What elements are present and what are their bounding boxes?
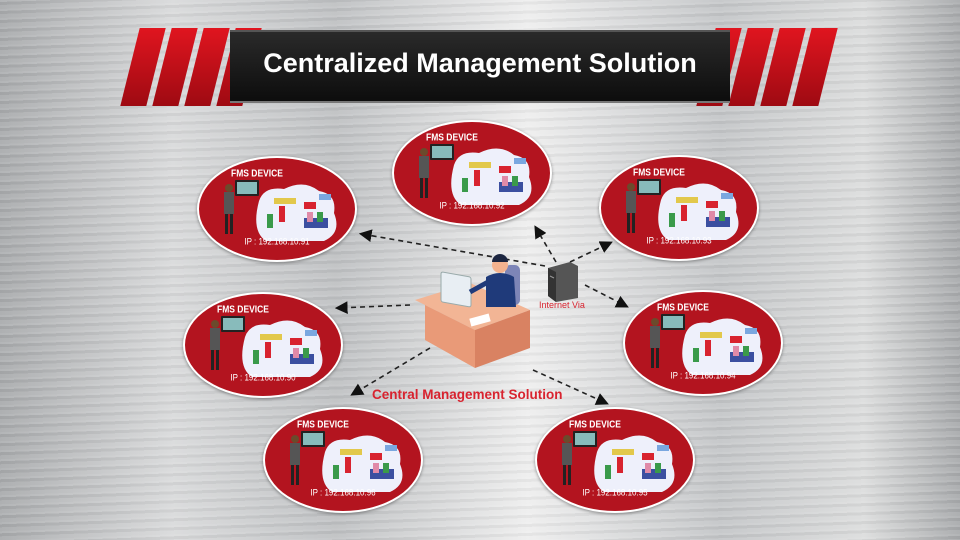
device-ip: IP : 192.168.10.94 <box>670 370 736 381</box>
arrow-to-95 <box>532 369 609 405</box>
device-label: FMS DEVICE <box>569 418 621 430</box>
title-banner <box>230 30 730 103</box>
fms-device-node: FMS DEVICE IP : 192.168.10.90 <box>183 292 343 398</box>
device-label: FMS DEVICE <box>426 131 478 143</box>
device-ip: IP : 192.168.10.93 <box>646 235 712 246</box>
central-management-label: Central Management Solution <box>372 387 563 402</box>
arrow-to-91 <box>358 229 546 267</box>
arrow-to-92 <box>534 225 557 263</box>
device-ip: IP : 192.168.10.90 <box>230 372 296 383</box>
device-label: FMS DEVICE <box>231 167 283 179</box>
server-icon <box>548 262 578 302</box>
device-ip: IP : 192.168.10.95 <box>582 487 648 498</box>
arrow-to-94 <box>584 284 629 308</box>
arrow-to-90 <box>334 301 411 314</box>
fms-device-node: FMS DEVICE IP : 192.168.10.93 <box>599 155 759 261</box>
arrow-to-96 <box>350 347 431 396</box>
fms-device-node: FMS DEVICE IP : 192.168.10.91 <box>197 156 357 262</box>
device-label: FMS DEVICE <box>633 166 685 178</box>
arrow-to-93 <box>569 241 613 263</box>
fms-device-node: FMS DEVICE IP : 192.168.10.94 <box>623 290 783 396</box>
fms-device-node: FMS DEVICE IP : 192.168.10.96 <box>263 407 423 513</box>
fms-device-node: FMS DEVICE IP : 192.168.10.95 <box>535 407 695 513</box>
device-label: FMS DEVICE <box>297 418 349 430</box>
fms-device-node: FMS DEVICE IP : 192.168.10.92 <box>392 120 552 226</box>
device-ip: IP : 192.168.10.92 <box>439 200 505 211</box>
internet-via-label: Internet Via <box>539 300 585 310</box>
device-ip: IP : 192.168.10.91 <box>244 236 310 247</box>
admin-desk-illustration <box>415 254 530 368</box>
page-title: Centralized Management Solution <box>263 48 697 78</box>
device-label: FMS DEVICE <box>657 301 709 313</box>
device-label: FMS DEVICE <box>217 303 269 315</box>
device-ip: IP : 192.168.10.96 <box>310 487 376 498</box>
